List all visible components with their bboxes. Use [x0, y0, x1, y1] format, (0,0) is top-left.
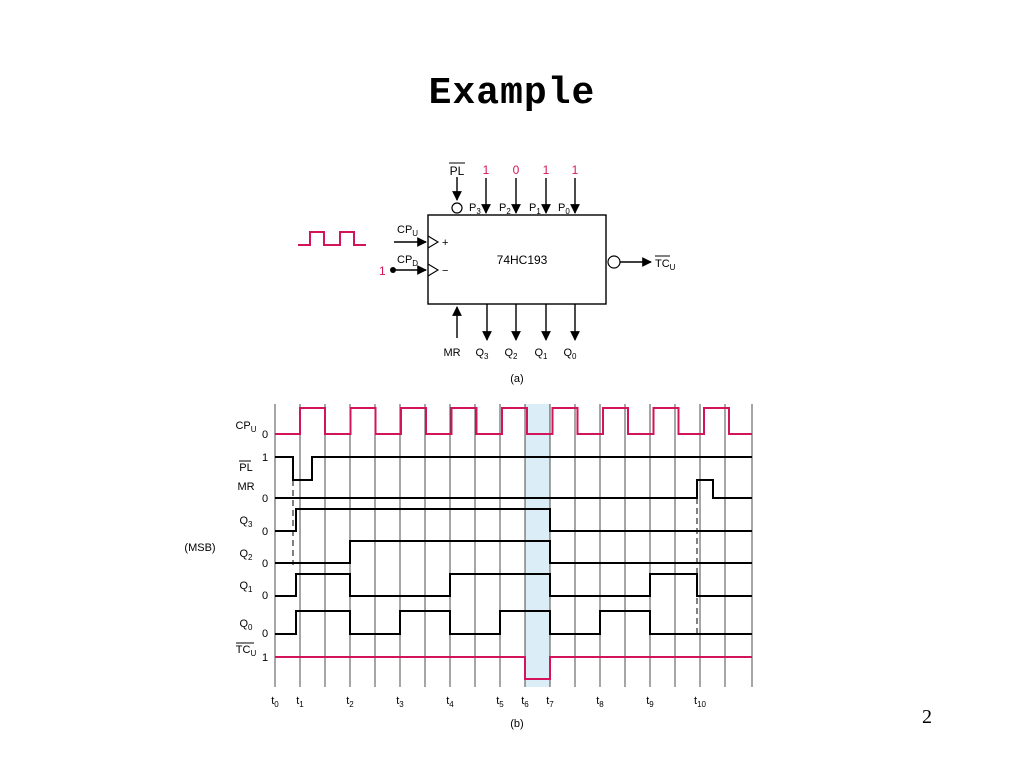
signal-label-mr: MR [237, 481, 254, 493]
msb-label: (MSB) [184, 542, 215, 554]
mr-label: MR [443, 347, 460, 359]
signal-label-cpu: CPU [235, 420, 256, 434]
q1-label: Q1 [534, 347, 548, 361]
chip-body [427, 214, 607, 305]
waveform-q1 [275, 573, 752, 597]
p1-label: P1 [529, 202, 541, 216]
chip-part-label: 74HC193 [497, 253, 548, 267]
p0-label: P0 [558, 202, 570, 216]
q2-label: Q2 [504, 347, 518, 361]
cpd-dot [390, 267, 396, 273]
level-label: 0 [262, 558, 268, 570]
waveform-q0 [275, 610, 752, 635]
tc-label: TCU [655, 258, 676, 272]
waveform-cpu [275, 407, 752, 435]
pl-bubble [451, 202, 463, 214]
p0-value: 1 [572, 163, 579, 177]
time-label: t3 [396, 695, 404, 709]
waveform-q2 [275, 540, 752, 564]
signal-label-q3: Q3 [239, 515, 253, 529]
p1-value: 1 [543, 163, 550, 177]
level-label: 0 [262, 493, 268, 505]
slide-title: Example [428, 72, 596, 115]
time-label: t4 [446, 695, 454, 709]
q0-label: Q0 [563, 347, 577, 361]
cpu-sign: + [442, 237, 448, 249]
level-label: 1 [262, 452, 268, 464]
time-label: t7 [546, 695, 554, 709]
level-label: 0 [262, 526, 268, 538]
waveform-pl [275, 456, 752, 481]
signal-label-tcu: TCU [236, 644, 257, 658]
time-label: t6 [521, 695, 529, 709]
waveform-mr [275, 479, 752, 499]
level-label: 0 [262, 429, 268, 441]
signal-label-q2: Q2 [239, 548, 253, 562]
tc-bubble [607, 255, 621, 269]
caption-a: (a) [510, 373, 523, 385]
slide-number: 2 [922, 706, 932, 728]
signal-label-q0: Q0 [239, 618, 253, 632]
caption-b: (b) [510, 718, 523, 730]
highlight-t6-t7 [525, 404, 550, 687]
waveform-q3 [275, 508, 752, 532]
time-label: t9 [646, 695, 654, 709]
cpu-label: CPU [397, 224, 418, 238]
cpd-clock-triangle [427, 263, 440, 277]
time-label: t0 [271, 695, 279, 709]
pl-label: PL [450, 164, 465, 178]
time-label: t1 [296, 695, 304, 709]
parallel-inputs: 1P3 0P2 1P1 1P0 [469, 163, 580, 216]
time-label: t8 [596, 695, 604, 709]
level-label: 1 [262, 652, 268, 664]
cpu-clock-symbol [298, 231, 366, 246]
signal-label-q1: Q1 [239, 580, 253, 594]
cpu-clock-triangle [427, 235, 440, 249]
bottom-pins: MR Q3 Q2 Q1 Q0 [443, 304, 580, 361]
time-label: t10 [694, 695, 707, 709]
p2-label: P2 [499, 202, 511, 216]
level-label: 0 [262, 628, 268, 640]
waveform-tcu [275, 656, 752, 680]
time-label: t2 [346, 695, 354, 709]
level-label: 0 [262, 590, 268, 602]
q3-label: Q3 [475, 347, 489, 361]
cpd-value: 1 [379, 264, 386, 278]
cpd-sign: − [442, 265, 448, 277]
p3-value: 1 [483, 163, 490, 177]
time-label: t5 [496, 695, 504, 709]
p3-label: P3 [469, 202, 481, 216]
p2-value: 0 [513, 163, 520, 177]
signal-label-pl: PL [239, 462, 252, 474]
cpd-label: CPD [397, 254, 418, 268]
